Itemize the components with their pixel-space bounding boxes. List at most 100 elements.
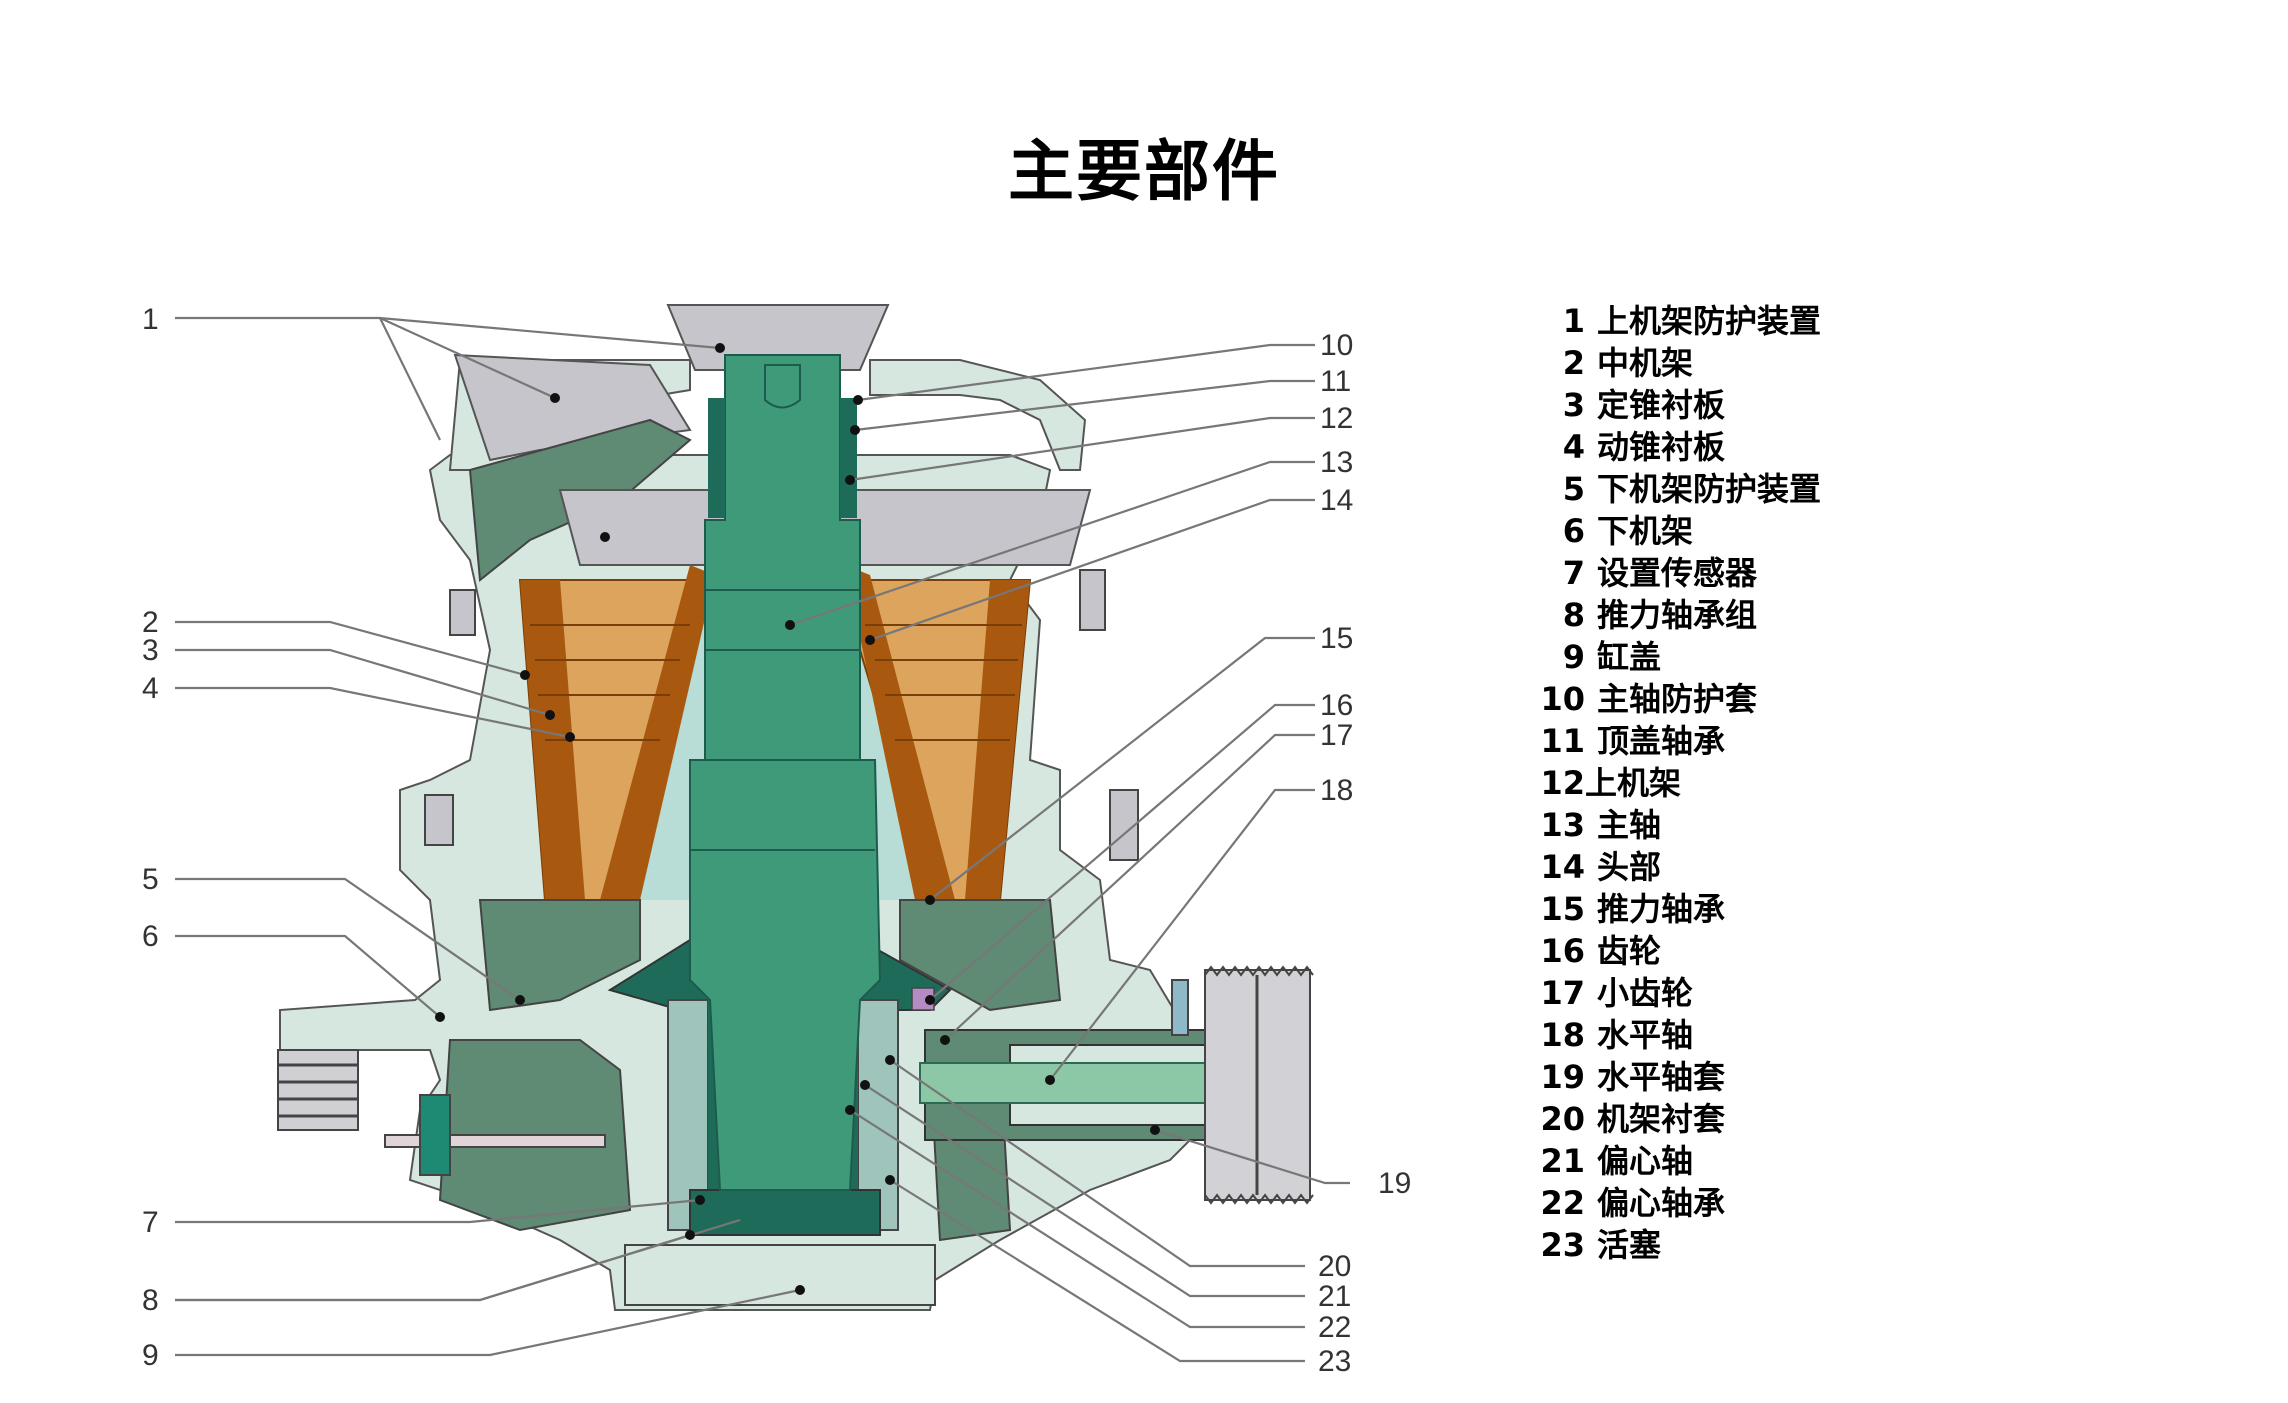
- grease-fitting: [1171, 979, 1189, 1036]
- legend-number: 1: [1562, 302, 1585, 340]
- legend-label: 水平轴: [1597, 1016, 1694, 1054]
- leader-lines: [175, 316, 1350, 1363]
- sensor-body: [419, 1094, 451, 1176]
- frame-bolts: [424, 569, 1139, 861]
- shaft-sleeve-left: [708, 398, 725, 518]
- callout-8: 8: [142, 1284, 159, 1317]
- legend-item: 19 水平轴套: [1535, 1056, 1821, 1098]
- legend-item: 9 缸盖: [1535, 636, 1821, 678]
- legend-number: 3: [1562, 386, 1585, 424]
- callout-13: 13: [1320, 446, 1353, 479]
- legend-label: 机架衬套: [1597, 1100, 1726, 1138]
- callout-21: 21: [1318, 1280, 1351, 1313]
- legend-item: 17 小齿轮: [1535, 972, 1821, 1014]
- legend-label: 动锥衬板: [1597, 428, 1726, 466]
- legend-label: 中机架: [1597, 344, 1694, 382]
- sensor-rod: [384, 1134, 606, 1148]
- legend-item: 10 主轴防护套: [1535, 678, 1821, 720]
- upper-frame-right: [869, 359, 1087, 471]
- legend-label: 偏心轴承: [1597, 1184, 1726, 1222]
- legend-item: 3 定锥衬板: [1535, 384, 1821, 426]
- legend-label: 偏心轴: [1597, 1142, 1694, 1180]
- callout-17: 17: [1320, 719, 1353, 752]
- legend-item: 12上机架: [1535, 762, 1821, 804]
- legend-label: 缸盖: [1597, 638, 1662, 676]
- legend-label: 主轴防护套: [1597, 680, 1758, 718]
- callout-numbers: 1 2 3 4 5 6 7 8 9 10 11 12 13 14 15 16 1…: [142, 303, 1411, 1378]
- callout-18: 18: [1320, 774, 1353, 807]
- callout-10: 10: [1320, 329, 1353, 362]
- legend-label: 水平轴套: [1597, 1058, 1726, 1096]
- legend-label: 上机架: [1585, 764, 1682, 802]
- legend-label: 推力轴承组: [1597, 596, 1758, 634]
- callout-19: 19: [1378, 1167, 1411, 1200]
- legend-number: 18: [1540, 1016, 1585, 1054]
- legend-label: 主轴: [1597, 806, 1662, 844]
- legend-label: 下机架防护装置: [1597, 470, 1822, 508]
- crusher-body: [277, 304, 1314, 1311]
- legend-number: 20: [1540, 1100, 1585, 1138]
- legend-number: 10: [1540, 680, 1585, 718]
- legend-number: 15: [1540, 890, 1585, 928]
- callout-22: 22: [1318, 1311, 1351, 1344]
- callout-23: 23: [1318, 1345, 1351, 1378]
- legend-number: 9: [1562, 638, 1585, 676]
- legend-label: 头部: [1597, 848, 1662, 886]
- legend-number: 7: [1562, 554, 1585, 592]
- callout-20: 20: [1318, 1250, 1351, 1283]
- legend-label: 上机架防护装置: [1597, 302, 1822, 340]
- drive-sheave: [1204, 965, 1314, 1205]
- mantle-right-inner: [845, 565, 955, 900]
- legend-number: 16: [1540, 932, 1585, 970]
- cylinder-cover: [624, 1244, 936, 1306]
- legend-label: 小齿轮: [1597, 974, 1694, 1012]
- callout-16: 16: [1320, 689, 1353, 722]
- legend-label: 活塞: [1597, 1226, 1662, 1264]
- legend-item: 14 头部: [1535, 846, 1821, 888]
- legend-number: 2: [1562, 344, 1585, 382]
- mantle-left-inner: [600, 565, 715, 900]
- liner-bands: [530, 624, 1022, 741]
- legend-label: 下机架: [1597, 512, 1694, 550]
- legend-label: 定锥衬板: [1597, 386, 1726, 424]
- shaft-bands: [690, 589, 875, 851]
- legend-item: 18 水平轴: [1535, 1014, 1821, 1056]
- feed-hopper: [666, 304, 890, 371]
- legend-item: 1 上机架防护装置: [1535, 300, 1821, 342]
- callout-1: 1: [142, 303, 159, 336]
- page-title: 主要部件: [1008, 133, 1280, 210]
- callout-14: 14: [1320, 484, 1353, 517]
- legend-number: 8: [1562, 596, 1585, 634]
- legend-number: 17: [1540, 974, 1585, 1012]
- callout-7: 7: [142, 1206, 159, 1239]
- left-pulley: [277, 1049, 359, 1131]
- callout-2: 2: [142, 606, 159, 639]
- legend-number: 22: [1540, 1184, 1585, 1222]
- callout-4: 4: [142, 672, 159, 705]
- shaft-sleeve-right: [840, 398, 857, 518]
- callout-6: 6: [142, 920, 159, 953]
- shaft-top-slot: [764, 364, 801, 409]
- callout-15: 15: [1320, 622, 1353, 655]
- callout-11: 11: [1320, 365, 1351, 398]
- legend-label: 顶盖轴承: [1597, 722, 1726, 760]
- lower-casting-left: [478, 899, 641, 1012]
- legend-number: 19: [1540, 1058, 1585, 1096]
- lower-casting-right: [899, 899, 1062, 1012]
- countershaft: [919, 1062, 1261, 1104]
- callout-3: 3: [142, 634, 159, 667]
- legend-item: 11 顶盖轴承: [1535, 720, 1821, 762]
- callout-9: 9: [142, 1339, 159, 1372]
- legend-number: 11: [1540, 722, 1585, 760]
- legend-number: 14: [1540, 848, 1585, 886]
- leader-dots: [435, 343, 1160, 1295]
